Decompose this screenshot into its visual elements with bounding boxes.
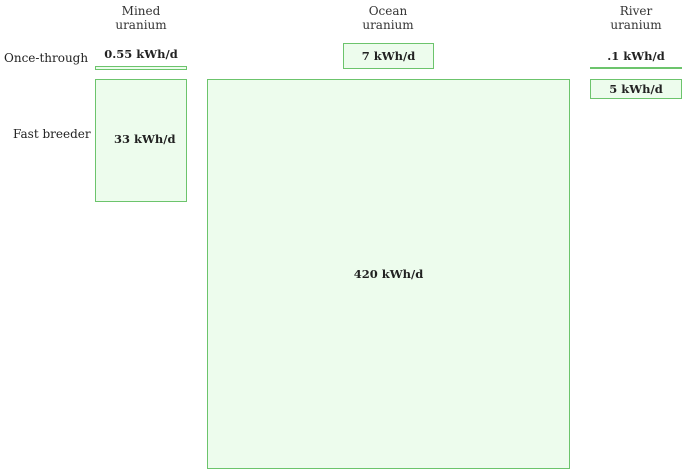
value-river-fast-breeder: 5 kWh/d — [609, 82, 663, 96]
header-river-uranium: River uranium — [586, 4, 686, 32]
value-river-once-through: .1 kWh/d — [607, 49, 665, 63]
value-ocean-fast-breeder: 420 kWh/d — [353, 267, 424, 281]
header-ocean-line1: Ocean — [368, 4, 408, 18]
value-mined-once-through: 0.55 kWh/d — [104, 47, 178, 61]
header-river-line1: River — [619, 4, 653, 18]
box-mined-once-through — [95, 66, 187, 70]
box-river-fast-breeder: 5 kWh/d — [590, 79, 682, 99]
header-mined-line2: uranium — [115, 18, 167, 32]
value-mined-fast-breeder: 33 kWh/d — [114, 132, 176, 146]
header-ocean-line2: uranium — [362, 18, 414, 32]
header-ocean-uranium: Ocean uranium — [338, 4, 438, 32]
value-ocean-once-through: 7 kWh/d — [361, 49, 416, 63]
header-mined-line1: Mined — [121, 4, 161, 18]
header-mined-uranium: Mined uranium — [91, 4, 191, 32]
box-river-once-through — [590, 67, 682, 69]
box-mined-fast-breeder — [95, 79, 187, 202]
row-label-fast-breeder: Fast breeder — [13, 127, 91, 141]
header-river-line2: uranium — [610, 18, 662, 32]
box-ocean-once-through: 7 kWh/d — [343, 43, 434, 69]
row-label-once-through: Once-through — [4, 51, 89, 65]
box-ocean-fast-breeder: 420 kWh/d — [207, 79, 570, 469]
